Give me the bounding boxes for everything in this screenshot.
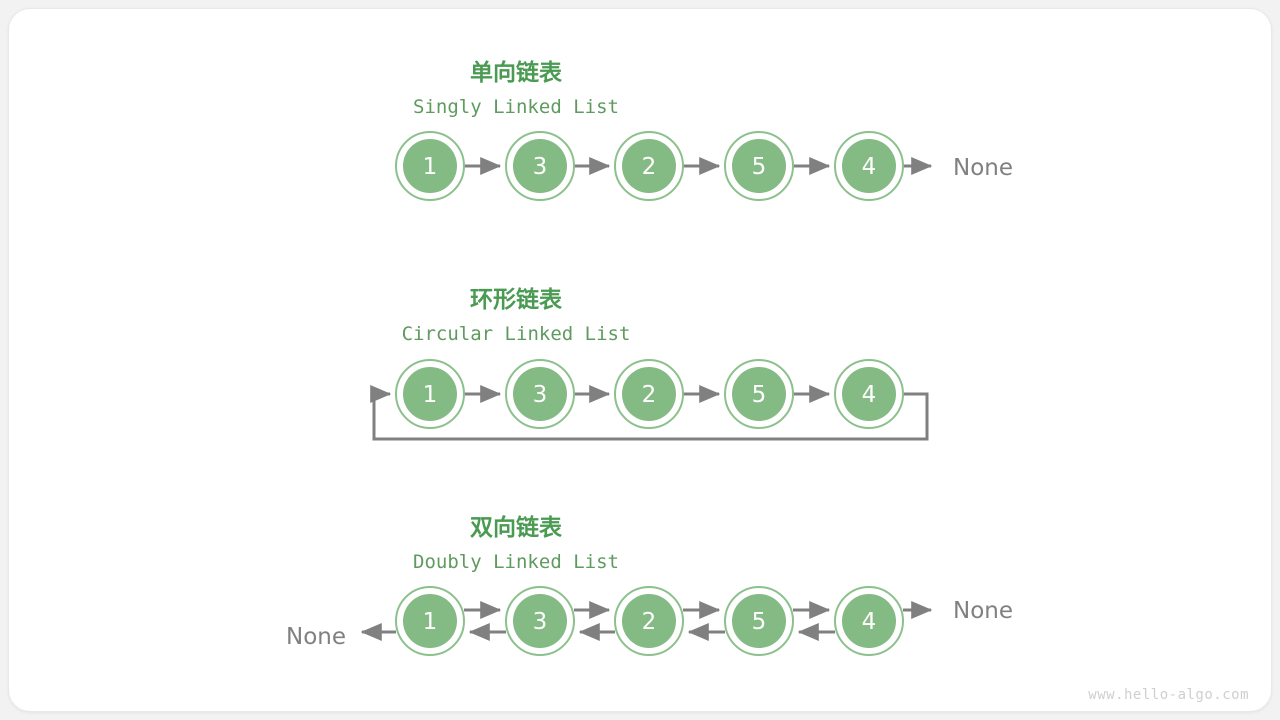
node-value-label: 5: [752, 609, 767, 635]
node-fill: [622, 139, 676, 193]
list-node[interactable]: 2: [614, 359, 684, 429]
node-fill: [622, 594, 676, 648]
node-value-label: 4: [862, 154, 877, 180]
node-value-label: 4: [862, 609, 877, 635]
node-outer-ring: [834, 131, 904, 201]
node-outer-ring: [505, 359, 575, 429]
node-value-label: 2: [642, 154, 657, 180]
list-node[interactable]: 4: [834, 586, 904, 656]
node-value-label: 3: [533, 154, 548, 180]
list-node[interactable]: 4: [834, 359, 904, 429]
list-node[interactable]: 1: [395, 131, 465, 201]
node-fill: [513, 139, 567, 193]
section-title-en-doubly: Doubly Linked List: [413, 551, 619, 573]
node-fill: [732, 139, 786, 193]
head-none-label-doubly: None: [286, 624, 346, 650]
section-title-en-circular: Circular Linked List: [402, 323, 631, 345]
node-outer-ring: [724, 131, 794, 201]
node-value-label: 4: [862, 382, 877, 408]
watermark-layer: www.hello-algo.com: [1088, 687, 1249, 703]
node-fill: [403, 367, 457, 421]
list-node[interactable]: 3: [505, 586, 575, 656]
node-fill: [732, 594, 786, 648]
node-value-label: 5: [752, 382, 767, 408]
node-fill: [403, 139, 457, 193]
node-outer-ring: [724, 359, 794, 429]
list-node[interactable]: 1: [395, 586, 465, 656]
list-node[interactable]: 5: [724, 586, 794, 656]
section-circular: 环形链表 Circular Linked List 1 3 2 5 4: [370, 286, 929, 441]
node-fill: [842, 139, 896, 193]
node-value-label: 5: [752, 154, 767, 180]
node-outer-ring: [614, 586, 684, 656]
node-value-label: 2: [642, 382, 657, 408]
node-outer-ring: [724, 586, 794, 656]
node-value-label: 3: [533, 382, 548, 408]
site-watermark: www.hello-algo.com: [1088, 687, 1249, 703]
list-node[interactable]: 5: [724, 131, 794, 201]
node-fill: [513, 594, 567, 648]
node-outer-ring: [395, 586, 465, 656]
node-fill: [513, 367, 567, 421]
section-title-cn-singly: 单向链表: [470, 59, 563, 85]
list-node[interactable]: 3: [505, 359, 575, 429]
section-title-cn-circular: 环形链表: [470, 286, 563, 312]
node-value-label: 1: [423, 609, 438, 635]
node-outer-ring: [395, 131, 465, 201]
node-outer-ring: [614, 131, 684, 201]
list-node[interactable]: 2: [614, 131, 684, 201]
node-fill: [732, 367, 786, 421]
node-value-label: 2: [642, 609, 657, 635]
list-node[interactable]: 2: [614, 586, 684, 656]
circular-loop-path: [370, 385, 929, 441]
node-value-label: 1: [423, 154, 438, 180]
node-outer-ring: [834, 586, 904, 656]
tail-none-label-doubly: None: [953, 598, 1013, 624]
list-node[interactable]: 1: [395, 359, 465, 429]
node-value-label: 3: [533, 609, 548, 635]
node-fill: [622, 367, 676, 421]
tail-none-label-singly: None: [953, 155, 1013, 181]
list-node[interactable]: 4: [834, 131, 904, 201]
node-outer-ring: [505, 586, 575, 656]
list-node[interactable]: 5: [724, 359, 794, 429]
list-node[interactable]: 3: [505, 131, 575, 201]
node-outer-ring: [395, 359, 465, 429]
section-title-en-singly: Singly Linked List: [413, 96, 619, 118]
node-outer-ring: [614, 359, 684, 429]
section-title-cn-doubly: 双向链表: [470, 514, 563, 540]
node-outer-ring: [834, 359, 904, 429]
node-fill: [842, 594, 896, 648]
node-outer-ring: [505, 131, 575, 201]
node-value-label: 1: [423, 382, 438, 408]
node-fill: [403, 594, 457, 648]
node-fill: [842, 367, 896, 421]
